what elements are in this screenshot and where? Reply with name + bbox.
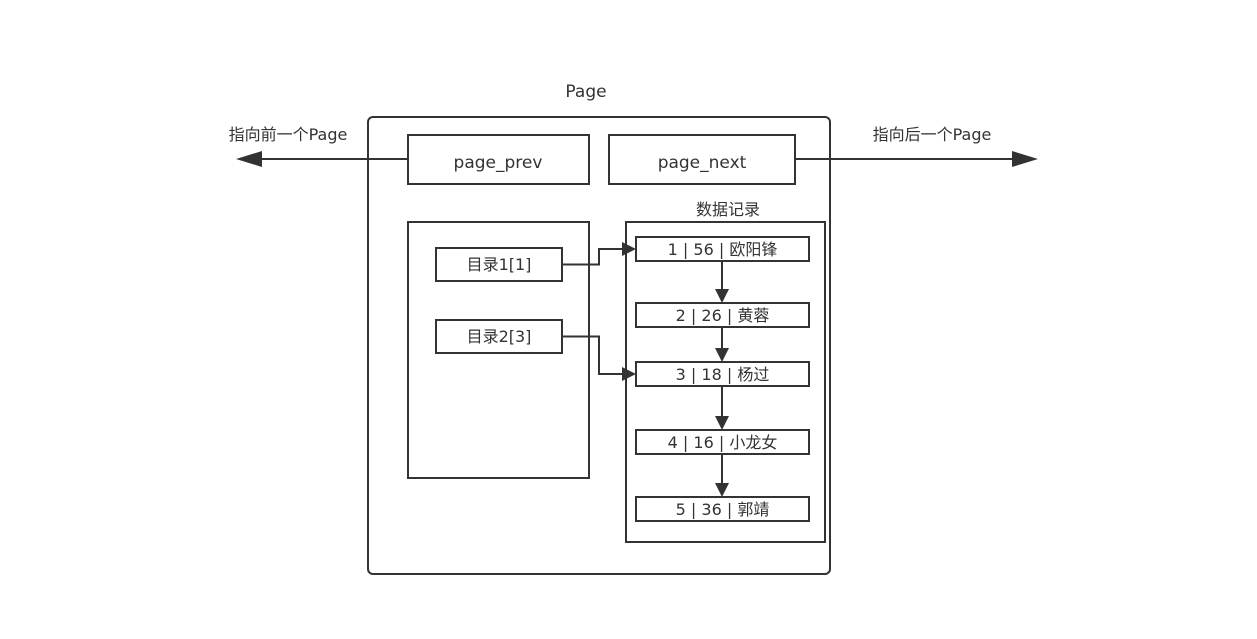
directory-pointer-head [622, 242, 636, 256]
record-box [635, 236, 810, 262]
record-box [635, 429, 810, 455]
record-link-head [715, 483, 729, 497]
page-title: Page [565, 82, 606, 102]
page-next-label: page_next [658, 153, 747, 173]
record-label: 3 | 18 | 杨过 [676, 365, 770, 384]
record-label: 1 | 56 | 欧阳锋 [668, 240, 778, 259]
page-prev-label: page_prev [454, 153, 543, 173]
directory-pointer-line [562, 248, 624, 266]
links-layer [562, 242, 729, 497]
record-link-head [715, 348, 729, 362]
record-label: 2 | 26 | 黄蓉 [676, 306, 770, 325]
record-link-head [715, 289, 729, 303]
next-arrow-head [1012, 151, 1038, 167]
directory-label: 目录1[1] [467, 255, 532, 274]
record-box [635, 302, 810, 328]
prev-arrow-label: 指向前一个Page [229, 125, 348, 144]
directory-pointer-line [562, 335, 624, 375]
page-prev-box [407, 134, 590, 185]
directory-layer: 目录1[1] 目录2[3] [435, 247, 563, 354]
record-box [635, 496, 810, 522]
directory-slot [435, 319, 563, 354]
page-next-box [608, 134, 796, 185]
directory-label: 目录2[3] [467, 327, 532, 346]
record-label: 5 | 36 | 郭靖 [676, 500, 770, 519]
record-link-head [715, 416, 729, 430]
directory-pointer-head [622, 367, 636, 381]
next-arrow-label: 指向后一个Page [873, 125, 992, 144]
directory-slot [435, 247, 563, 282]
prev-arrow-head [236, 151, 262, 167]
record-label: 4 | 16 | 小龙女 [668, 433, 778, 452]
records-layer: 1 | 56 | 欧阳锋 2 | 26 | 黄蓉 3 | 18 | 杨过 4 | 16… [635, 236, 810, 522]
record-box [635, 361, 810, 387]
records-title: 数据记录 [696, 200, 760, 219]
